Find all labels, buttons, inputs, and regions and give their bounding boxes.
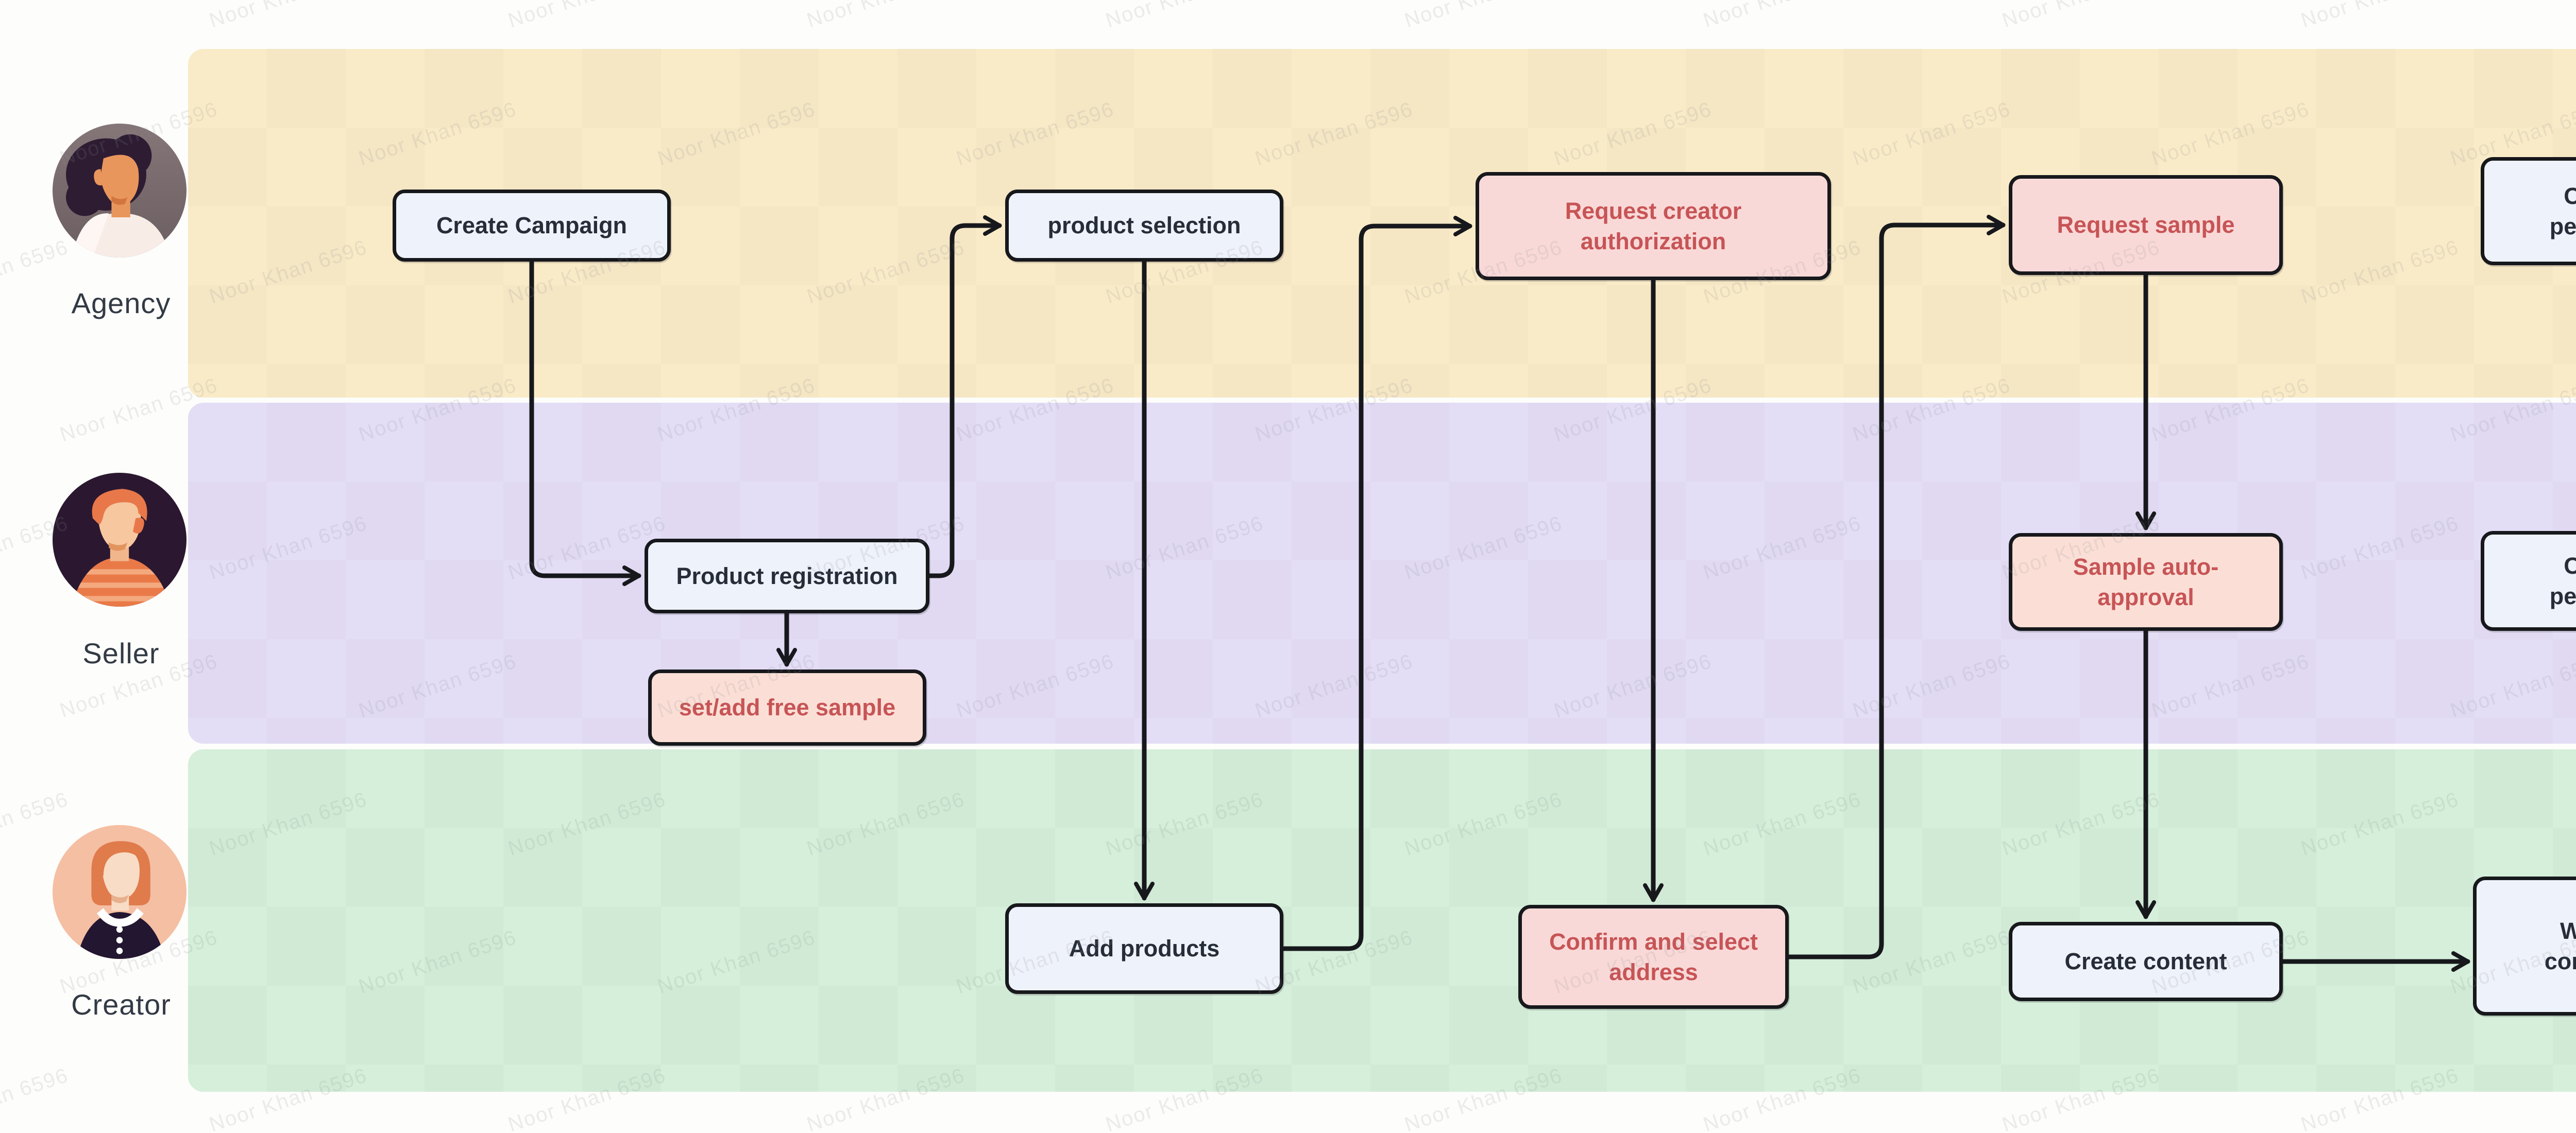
lane-label-agency: Agency bbox=[71, 287, 171, 319]
node-set-add-free-sample[interactable]: set/add free sample bbox=[648, 670, 926, 746]
connector-confirm-address-to-request-sample bbox=[1786, 215, 2006, 959]
seller-avatar-icon[interactable] bbox=[53, 473, 187, 607]
agency-avatar-icon[interactable] bbox=[53, 124, 187, 258]
connector-create-campaign-to-product-registration bbox=[529, 259, 641, 586]
node-create-content[interactable]: Create content bbox=[2009, 922, 2283, 1001]
creator-avatar-icon[interactable] bbox=[53, 825, 187, 959]
node-request-creator-authorization[interactable]: Request creator authorization bbox=[1476, 172, 1831, 280]
node-product-registration[interactable]: Product registration bbox=[645, 539, 929, 613]
connector-add-products-to-request-creator-authorization bbox=[1280, 216, 1472, 951]
node-confirm-and-select-address[interactable]: Confirm and select address bbox=[1518, 905, 1789, 1009]
node-campaign-performance-agency[interactable]: Campaign performance bbox=[2481, 157, 2576, 265]
lane-label-seller: Seller bbox=[82, 637, 160, 670]
connector-product-registration-to-product-selection bbox=[927, 215, 1002, 578]
node-product-selection[interactable]: product selection bbox=[1005, 190, 1283, 262]
node-add-products[interactable]: Add products bbox=[1005, 903, 1283, 994]
node-create-campaign[interactable]: Create Campaign bbox=[393, 190, 671, 262]
node-request-sample[interactable]: Request sample bbox=[2009, 175, 2283, 275]
node-withdraw-commission[interactable]: Withdraw commission bbox=[2473, 877, 2576, 1016]
lane-label-creator: Creator bbox=[71, 988, 171, 1021]
node-campaign-performance-seller[interactable]: Campaign performance bbox=[2481, 531, 2576, 631]
node-sample-auto-approval[interactable]: Sample auto- approval bbox=[2009, 533, 2283, 631]
lane-creator bbox=[188, 749, 2576, 1092]
